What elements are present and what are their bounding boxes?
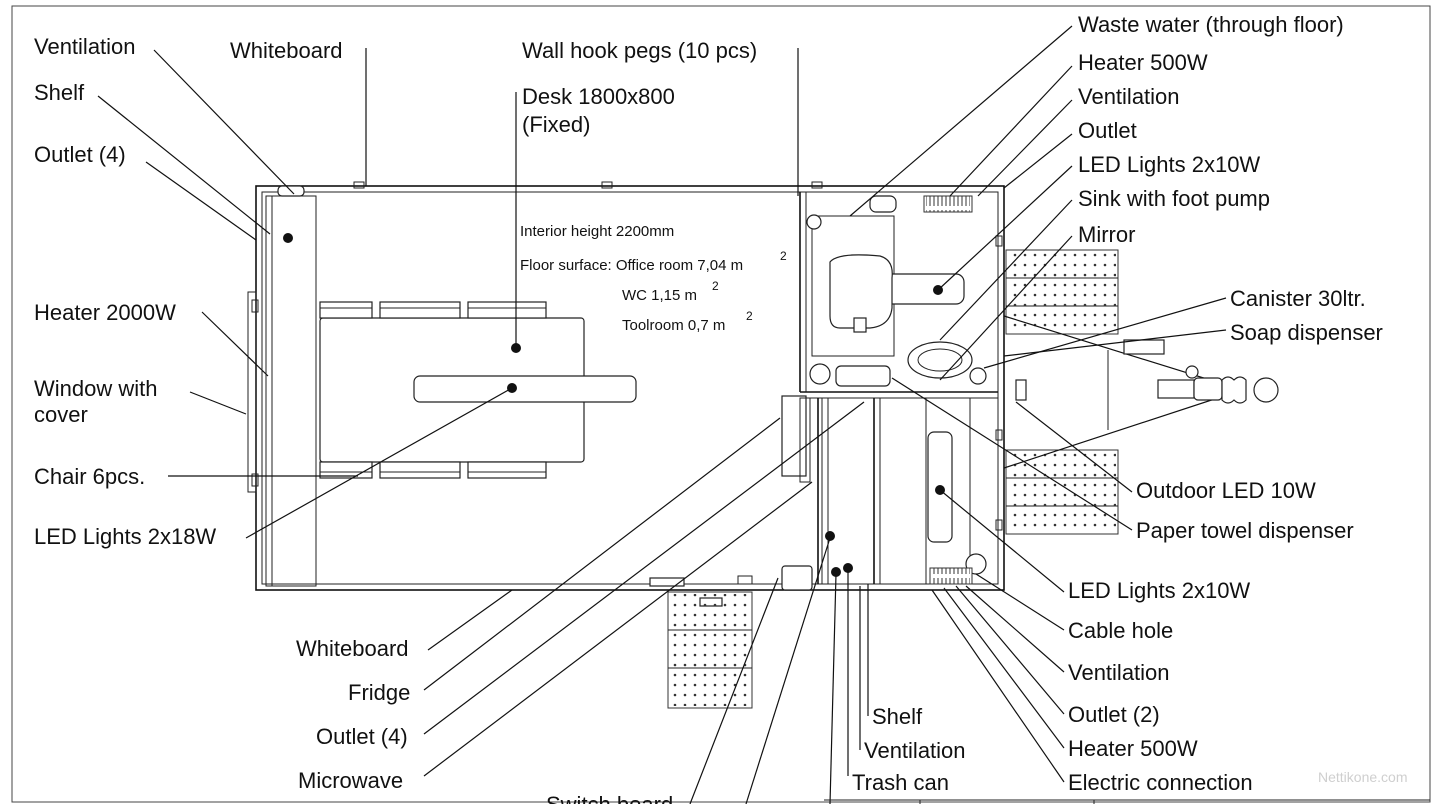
wc-fixtures — [806, 195, 987, 585]
label-outlet-right: Outlet — [1078, 118, 1137, 143]
label-led-10w-top: LED Lights 2x10W — [1078, 152, 1260, 177]
label-microwave: Microwave — [298, 768, 403, 793]
label-outdoor-led: Outdoor LED 10W — [1136, 478, 1316, 503]
desk-with-chairs — [319, 301, 637, 479]
label-heater-500w-top: Heater 500W — [1078, 50, 1208, 75]
label-electric-connection: Electric connection — [1068, 770, 1253, 795]
info-toolroom: Toolroom 0,7 m — [622, 317, 725, 334]
label-ventilation-mid: Ventilation — [864, 738, 966, 763]
label-soap-dispenser: Soap dispenser — [1230, 320, 1383, 345]
label-fridge: Fridge — [348, 680, 410, 705]
label-outlet-left: Outlet (4) — [34, 142, 126, 167]
info-wc: WC 1,15 m — [622, 287, 697, 304]
label-canister: Canister 30ltr. — [1230, 286, 1366, 311]
label-sink: Sink with foot pump — [1078, 186, 1270, 211]
label-wall-hooks: Wall hook pegs (10 pcs) — [522, 38, 757, 63]
building-outline — [247, 185, 1005, 591]
leader-dots — [283, 233, 945, 577]
trailer-drawbar — [1003, 315, 1279, 469]
info-toolroom-sup: 2 — [746, 309, 753, 323]
drawing-frame — [11, 5, 1431, 803]
label-ventilation-left: Ventilation — [34, 34, 136, 59]
watermark: Nettikone.com — [1318, 769, 1407, 785]
label-whiteboard-bottom: Whiteboard — [296, 636, 409, 661]
label-whiteboard-top: Whiteboard — [230, 38, 343, 63]
label-led-18w: LED Lights 2x18W — [34, 524, 216, 549]
label-trash-can: Trash can — [852, 770, 949, 795]
label-desk-line2: (Fixed) — [522, 112, 590, 137]
info-wc-sup: 2 — [712, 279, 719, 293]
label-heater-500w-bottom: Heater 500W — [1068, 736, 1198, 761]
label-waste-water: Waste water (through floor) — [1078, 12, 1344, 37]
label-ventilation-right: Ventilation — [1078, 84, 1180, 109]
label-outlet-4-bottom: Outlet (4) — [316, 724, 408, 749]
info-floor-office: Floor surface: Office room 7,04 m — [520, 257, 743, 274]
label-window-line1: Window with — [34, 376, 157, 401]
label-heater-2000w: Heater 2000W — [34, 300, 176, 325]
label-switch-board: Switch board — [546, 792, 673, 804]
label-shelf-left: Shelf — [34, 80, 85, 105]
label-outlet-2: Outlet (2) — [1068, 702, 1160, 727]
label-shelf-bottom: Shelf — [872, 704, 923, 729]
label-window-line2: cover — [34, 402, 88, 427]
label-chair: Chair 6pcs. — [34, 464, 145, 489]
label-desk-line1: Desk 1800x800 — [522, 84, 675, 109]
label-led-10w-bottom: LED Lights 2x10W — [1068, 578, 1250, 603]
label-mirror: Mirror — [1078, 222, 1135, 247]
info-floor-office-sup: 2 — [780, 249, 787, 263]
label-cable-hole: Cable hole — [1068, 618, 1173, 643]
label-paper-towel: Paper towel dispenser — [1136, 518, 1354, 543]
info-interior-height: Interior height 2200mm — [520, 223, 674, 240]
label-ventilation-bottom: Ventilation — [1068, 660, 1170, 685]
leader-lines — [97, 25, 1227, 804]
